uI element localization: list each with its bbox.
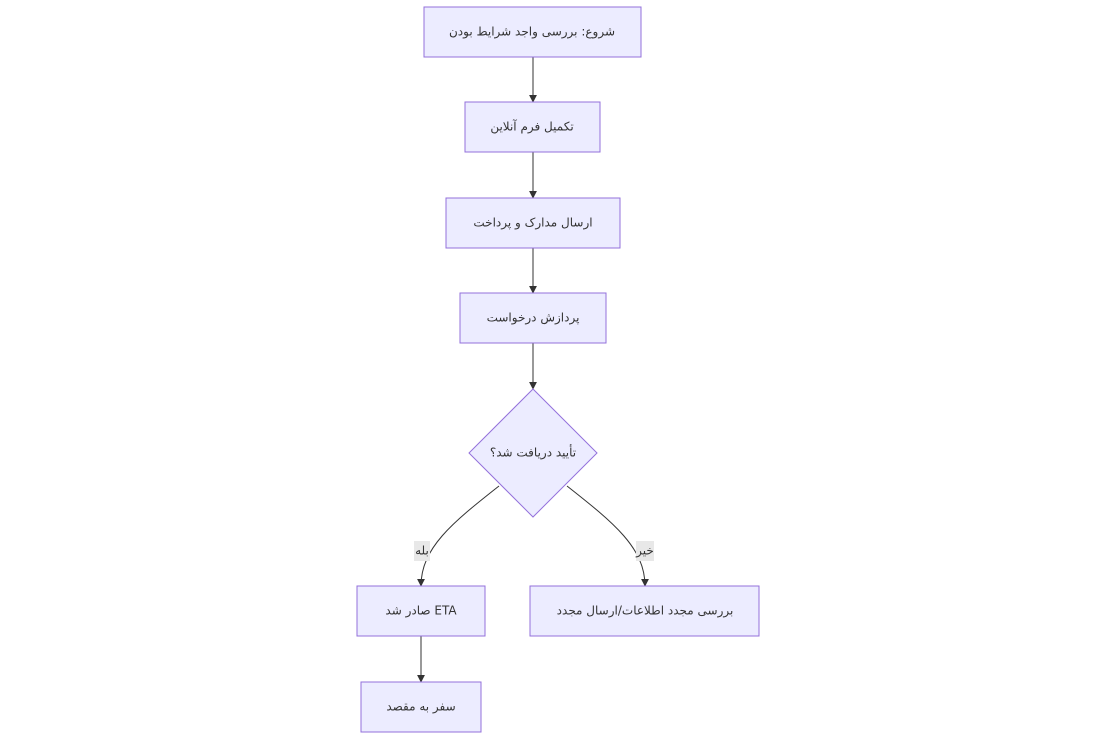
node-start-label: شروع: بررسی واجد شرایط بودن [449,25,615,40]
node-form: تکمیل فرم آنلاین [464,101,601,153]
node-decision-label: تأیید دریافت شد؟ [490,444,576,461]
node-process: پردازش درخواست [459,292,607,344]
node-submit: ارسال مدارک و پرداخت [445,197,621,249]
edge-label-yes: بله [415,544,429,558]
node-travel-box [360,681,482,733]
edge-label-yes-group: بله [414,541,430,561]
edge-label-yes-background [414,541,430,561]
node-review: بررسی مجدد اطلاعات/ارسال مجدد [529,585,760,637]
node-start: شروع: بررسی واجد شرایط بودن [423,6,642,58]
edge-label-no: خیر [635,544,654,559]
node-process-label: پردازش درخواست [487,311,580,326]
node-review-label: بررسی مجدد اطلاعات/ارسال مجدد [557,604,734,619]
node-decision: تأیید دریافت شد؟ [468,388,598,518]
node-issued-label: صادر شد ETA [385,604,457,619]
node-review-box [529,585,760,637]
edge-decision-to-review [566,485,649,587]
node-submit-box [445,197,621,249]
edge-label-no-group: خیر [635,541,654,561]
node-issued: صادر شد ETA [356,585,486,637]
edge-label-no-background [636,541,654,561]
node-process-box [459,292,607,344]
node-start-box [423,6,642,58]
node-decision-diamond [468,388,598,518]
node-travel: سفر به مقصد [360,681,482,733]
node-issued-box [356,585,486,637]
node-form-label: تکمیل فرم آنلاین [490,119,573,135]
edges [417,57,649,683]
node-submit-label: ارسال مدارک و پرداخت [473,216,592,231]
node-form-box [464,101,601,153]
node-travel-label: سفر به مقصد [386,700,455,715]
edge-decision-to-issued [417,485,500,587]
